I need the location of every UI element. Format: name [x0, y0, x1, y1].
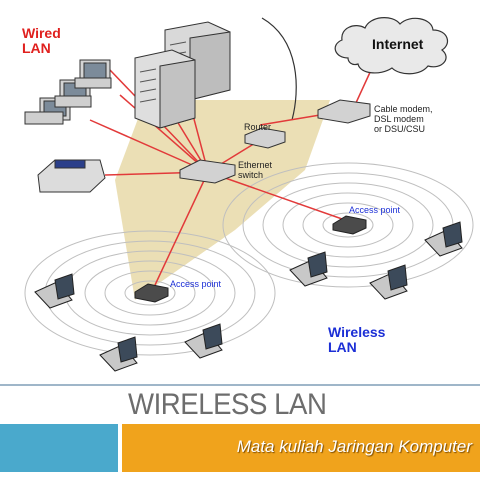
- access-point-left-label: Access point: [170, 279, 222, 289]
- printer: [37, 159, 106, 193]
- subtitle-bar: Mata kuliah Jaringan Komputer: [122, 424, 480, 472]
- internet-cloud: [334, 17, 449, 75]
- wireless-lan-label-line2: LAN: [328, 339, 357, 355]
- slide-title: WIRELESS LAN: [128, 388, 327, 421]
- access-point-right-device: [332, 215, 367, 235]
- slide-subtitle: Mata kuliah Jaringan Komputer: [236, 437, 472, 456]
- diagram-canvas: [24, 17, 474, 372]
- footer-divider: [0, 384, 480, 386]
- wireless-lan-label-line1: Wireless: [328, 324, 386, 340]
- laptops: [34, 221, 463, 372]
- modem-label: Cable modem, DSL modem or DSU/CSU: [374, 104, 433, 134]
- modem: [317, 99, 371, 124]
- ethernet-switch-label-line2: switch: [238, 170, 264, 180]
- internet-label: Internet: [372, 36, 424, 52]
- uplink-curve: [261, 17, 297, 121]
- wired-zone-area: [115, 100, 330, 300]
- router: [244, 127, 286, 149]
- modem-label-line3: or DSU/CSU: [374, 124, 426, 134]
- footer-accent-block: [0, 424, 118, 472]
- ethernet-switch-label: Ethernet switch: [238, 160, 272, 180]
- router-label: Router: [244, 122, 272, 132]
- access-point-left-device: [134, 283, 169, 303]
- ethernet-switch: [179, 159, 236, 184]
- wired-lan-label-line2: LAN: [22, 40, 51, 56]
- server-tower-front: [134, 49, 196, 129]
- wired-lan-label-line1: Wired: [22, 25, 61, 41]
- wireless-lan-label: Wireless LAN: [328, 325, 385, 355]
- modem-label-line2: DSL modem: [374, 114, 424, 124]
- access-point-right-range: [222, 162, 474, 288]
- ethernet-switch-label-line1: Ethernet: [238, 160, 273, 170]
- modem-label-line1: Cable modem,: [374, 104, 433, 114]
- desktop-computers: [24, 59, 112, 125]
- wired-lan-label: Wired LAN: [22, 26, 61, 56]
- access-point-right-label: Access point: [349, 205, 401, 215]
